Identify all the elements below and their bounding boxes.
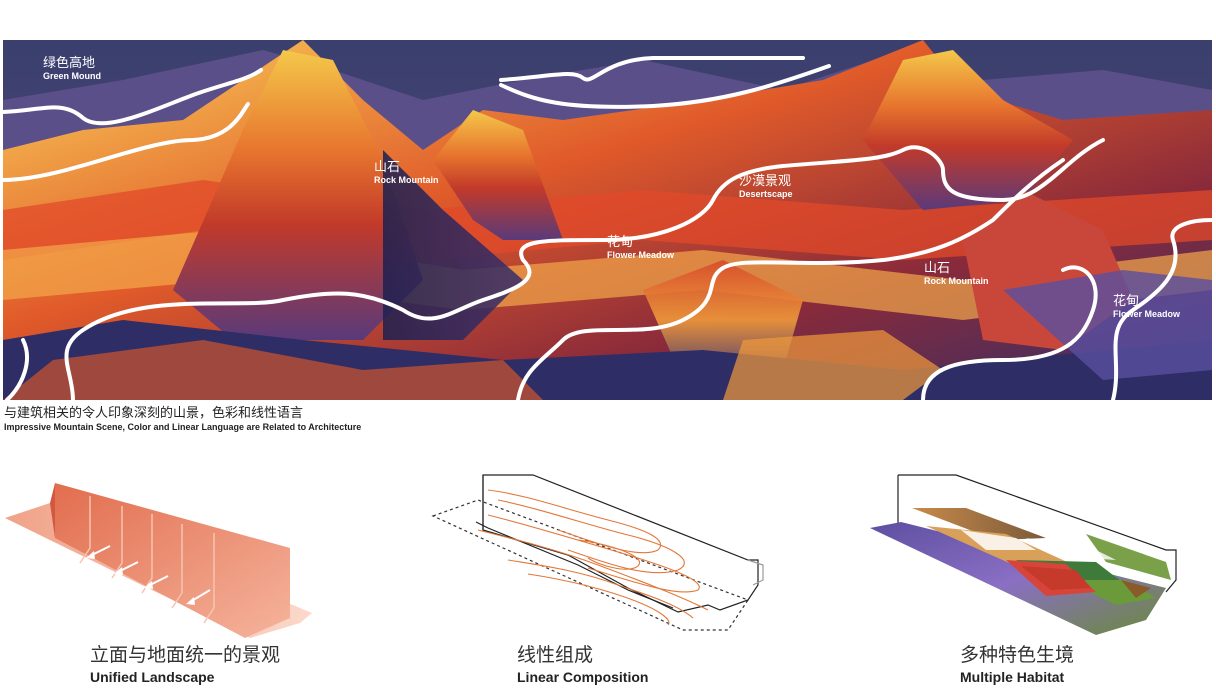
landscape-photo <box>3 40 1212 400</box>
label-en: Rock Mountain <box>924 275 989 286</box>
label-zh: 沙漠景观 <box>739 173 792 188</box>
diag-caption-en: Multiple Habitat <box>960 669 1065 685</box>
diag-caption-en: Linear Composition <box>517 669 649 685</box>
label-zh: 山石 <box>924 260 951 275</box>
label-flower-meadow-1: 花甸 Flower Meadow <box>607 234 675 260</box>
label-zh: 花甸 <box>607 234 634 249</box>
linear-composition-diagram <box>431 474 764 631</box>
photo-caption: 与建筑相关的令人印象深刻的山景，色彩和线性语言 Impressive Mount… <box>4 404 361 433</box>
linear-composition-caption: 线性组成 Linear Composition <box>517 644 648 686</box>
diag-caption-zh: 线性组成 <box>517 645 594 666</box>
label-desertscape: 沙漠景观 Desertscape <box>739 173 793 199</box>
label-rock-mountain-2: 山石 Rock Mountain <box>924 260 989 286</box>
photo-caption-zh: 与建筑相关的令人印象深刻的山景，色彩和线性语言 <box>4 405 304 420</box>
multiple-habitat-caption: 多种特色生境 Multiple Habitat <box>960 644 1074 686</box>
diag-caption-zh: 立面与地面统一的景观 <box>90 645 281 666</box>
multiple-habitat-diagram <box>870 474 1177 635</box>
label-en: Desertscape <box>739 188 793 199</box>
photo-caption-en: Impressive Mountain Scene, Color and Lin… <box>4 422 362 432</box>
label-zh: 山石 <box>374 159 401 174</box>
unified-landscape-diagram <box>5 483 312 638</box>
label-zh: 绿色高地 <box>43 55 96 70</box>
unified-landscape-caption: 立面与地面统一的景观 Unified Landscape <box>90 644 280 686</box>
label-en: Flower Meadow <box>607 249 675 260</box>
label-green-mound: 绿色高地 Green Mound <box>43 55 101 81</box>
label-flower-meadow-2: 花甸 Flower Meadow <box>1113 293 1181 319</box>
label-en: Green Mound <box>43 70 101 81</box>
label-zh: 花甸 <box>1113 293 1140 308</box>
label-en: Rock Mountain <box>374 174 439 185</box>
diag-caption-en: Unified Landscape <box>90 669 215 685</box>
label-en: Flower Meadow <box>1113 308 1181 319</box>
label-rock-mountain-1: 山石 Rock Mountain <box>374 159 439 185</box>
diag-caption-zh: 多种特色生境 <box>960 645 1075 666</box>
